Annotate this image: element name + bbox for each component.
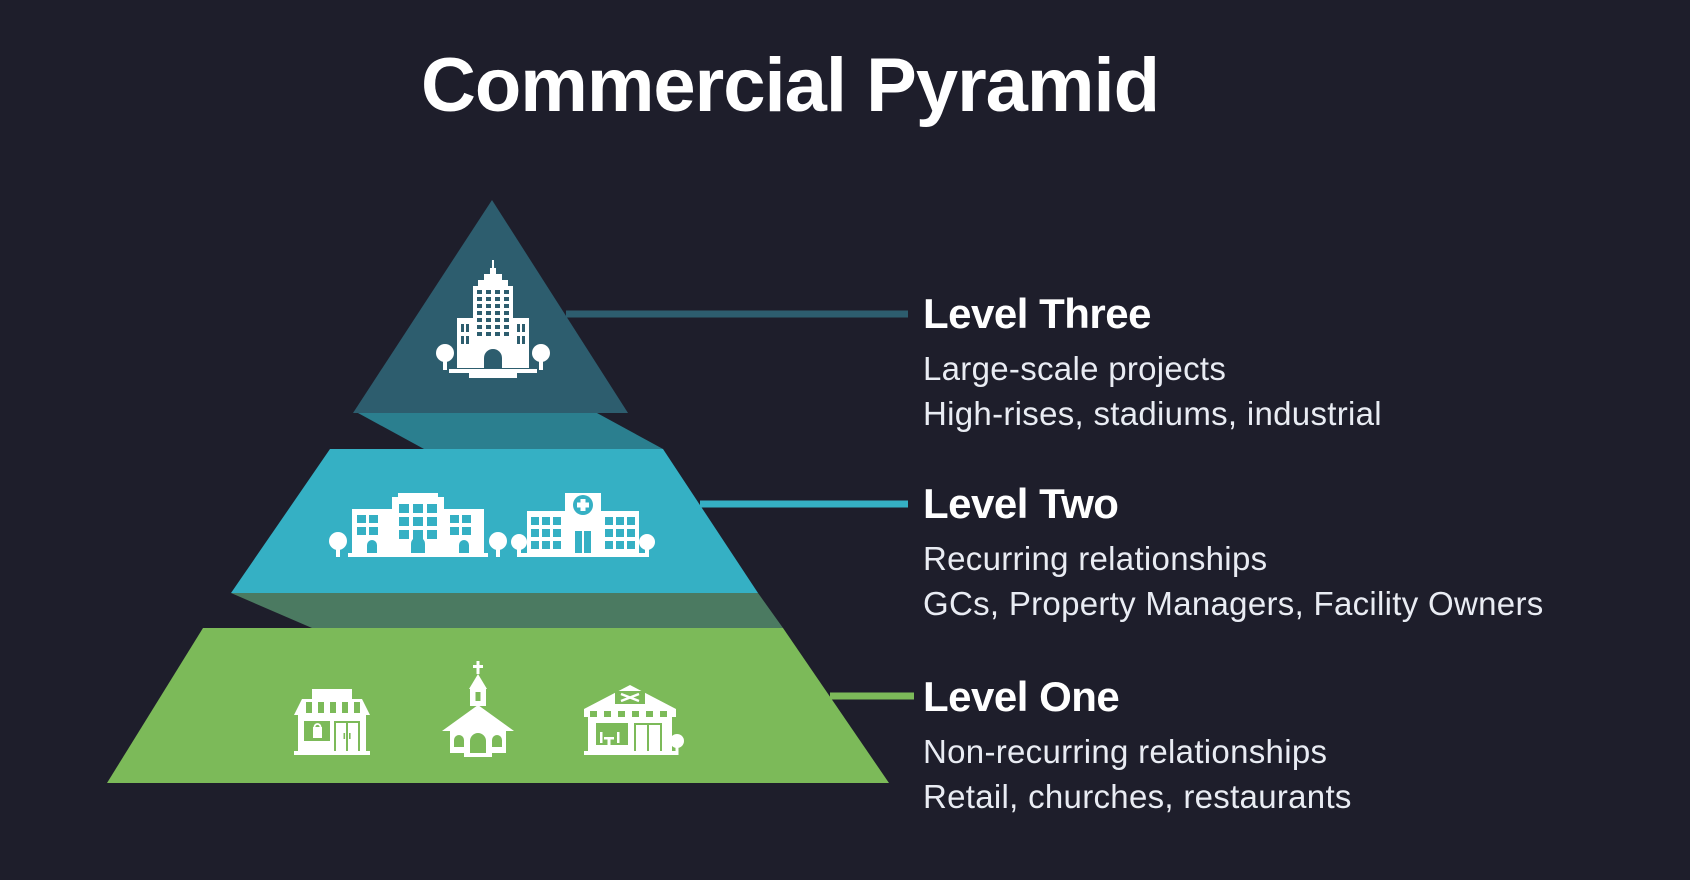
fold-shadow-level-two (231, 593, 783, 628)
pyramid-segment-level-one (107, 628, 889, 783)
level-one-line2: Retail, churches, restaurants (923, 778, 1352, 815)
level-two-line1: Recurring relationships (923, 540, 1268, 577)
level-one-title: Level One (923, 673, 1120, 720)
storefront-icon (294, 689, 370, 755)
fold-shadow-level-three (358, 413, 663, 449)
level-three-title: Level Three (923, 290, 1151, 337)
pyramid-segment-level-two (231, 449, 758, 593)
level-two-label: Level Two Recurring relationships GCs, P… (923, 480, 1563, 626)
level-three-line1: Large-scale projects (923, 350, 1227, 387)
level-two-line2: GCs, Property Managers, Facility Owners (923, 585, 1544, 622)
restaurant-icon (584, 685, 684, 755)
level-one-line1: Non-recurring relationships (923, 733, 1328, 770)
level-three-line2: High-rises, stadiums, industrial (923, 395, 1382, 432)
office-buildings-icon (329, 493, 507, 557)
level-three-label: Level Three Large-scale projects High-ri… (923, 290, 1563, 436)
page-title: Commercial Pyramid (420, 43, 1160, 128)
high-rise-building-icon (436, 260, 550, 378)
level-two-title: Level Two (923, 480, 1119, 527)
level-one-label: Level One Non-recurring relationships Re… (923, 673, 1563, 819)
church-icon (442, 661, 514, 757)
hospital-icon (511, 493, 655, 557)
